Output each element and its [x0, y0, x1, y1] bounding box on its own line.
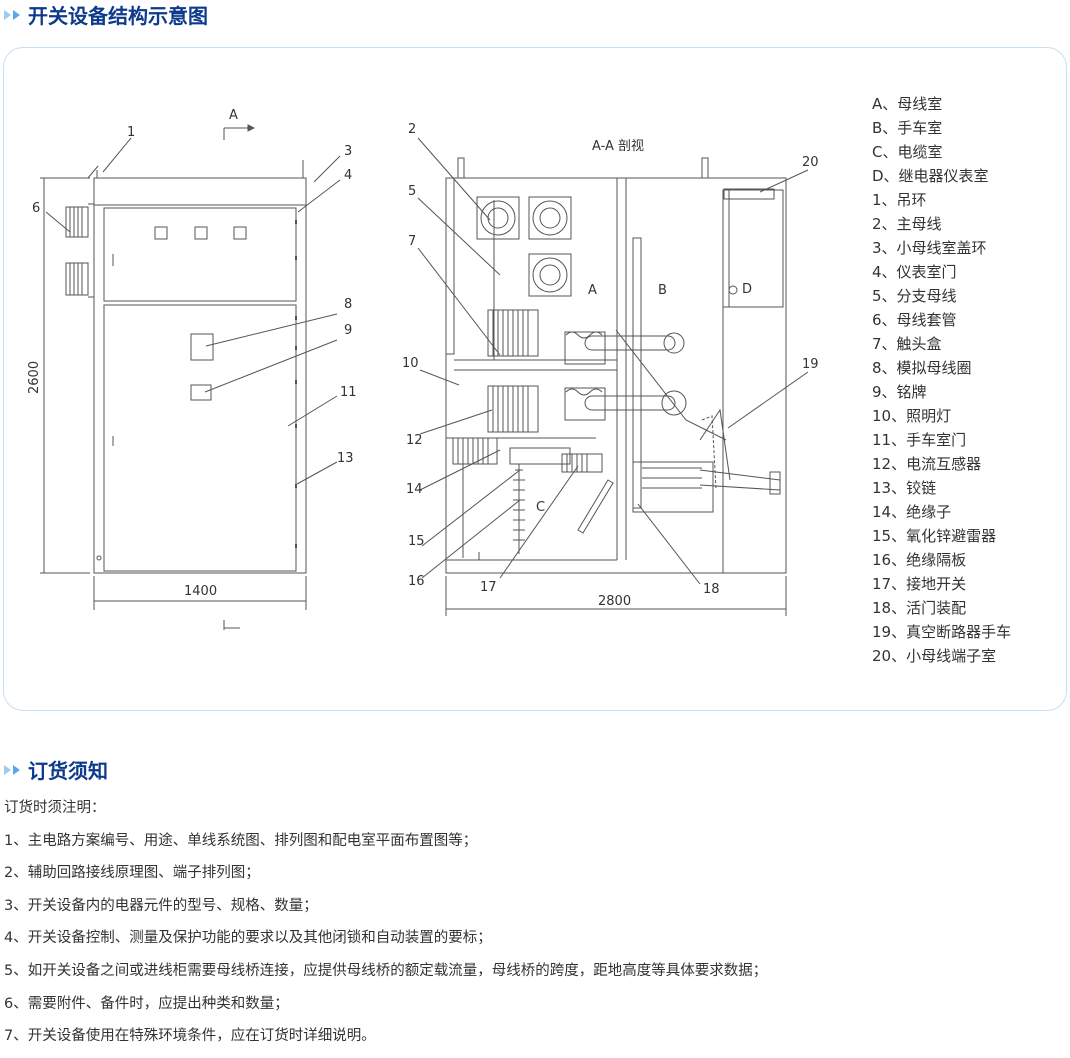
legend-item: 19、真空断路器手车: [872, 623, 1012, 641]
label-17: 17: [480, 580, 497, 595]
label-20: 20: [802, 155, 819, 170]
legend-item: 1、吊环: [872, 191, 927, 209]
section-title-text: 开关设备结构示意图: [28, 4, 208, 28]
legend-item: A、母线室: [872, 95, 943, 113]
legend-item: 13、铰链: [872, 479, 937, 497]
legend-item: B、手车室: [872, 119, 943, 137]
label-5: 5: [408, 184, 416, 199]
note-item: 6、需要附件、备件时，应提出种类和数量；: [4, 995, 289, 1012]
section-caption: A-A 剖视: [592, 139, 644, 154]
note-item: 2、辅助回路接线原理图、端子排列图；: [4, 865, 260, 882]
bushing-icon: [65, 203, 94, 298]
legend-item: 15、氧化锌避雷器: [872, 527, 997, 545]
legend-item: 10、照明灯: [872, 407, 952, 425]
label-18: 18: [703, 582, 720, 597]
note-item: 4、开关设备控制、测量及保护功能的要求以及其他闭锁和自动装置的要标；: [4, 930, 492, 947]
compartment-c: C: [536, 500, 545, 515]
legend-item: 8、模拟母线圈: [872, 359, 972, 377]
label-12: 12: [406, 433, 423, 448]
front-view-cabinet: [40, 124, 341, 630]
legend-item: 17、接地开关: [872, 575, 967, 593]
label-11: 11: [340, 385, 357, 400]
height-dimension: 2600: [27, 361, 42, 394]
label-10: 10: [402, 356, 419, 371]
double-arrow-icon: [4, 764, 22, 775]
label-2: 2: [408, 122, 416, 137]
label-14: 14: [406, 482, 423, 497]
note-item: 1、主电路方案编号、用途、单线系统图、排列图和配电室平面布置图等；: [4, 832, 478, 849]
legend-item: 6、母线套管: [872, 311, 957, 329]
legend-item: 14、绝缘子: [872, 503, 952, 521]
compartment-a: A: [588, 283, 597, 298]
double-arrow-icon: [4, 9, 22, 20]
legend-item: 20、小母线端子室: [872, 647, 997, 665]
compartment-d: D: [742, 282, 752, 297]
legend-item: 4、仪表室门: [872, 263, 957, 281]
label-3: 3: [344, 144, 352, 159]
legend-item: 18、活门装配: [872, 599, 967, 617]
legend-item: 3、小母线室盖环: [872, 239, 987, 257]
legend-item: C、电缆室: [872, 143, 943, 161]
legend-item: 5、分支母线: [872, 287, 957, 305]
label-13: 13: [337, 451, 354, 466]
label-16: 16: [408, 574, 425, 589]
label-9: 9: [344, 323, 352, 338]
legend-item: 2、主母线: [872, 215, 942, 233]
switchgear-diagram: 1 3 4 6 8 9 11 13 A 2600 1400 A-A 剖视 2 5…: [27, 108, 819, 630]
notes-intro: 订货时须注明：: [4, 800, 106, 816]
legend-item: 7、触头盒: [872, 335, 942, 353]
compartment-b: B: [658, 283, 667, 298]
note-item: 7、开关设备使用在特殊环境条件，应在订货时详细说明。: [4, 1028, 376, 1045]
legend-item: 16、绝缘隔板: [872, 551, 967, 569]
ordering-notes: 订货时须注明： 1、主电路方案编号、用途、单线系统图、排列图和配电室平面布置图等…: [4, 797, 1064, 1058]
legend-item: D、继电器仪表室: [872, 167, 989, 185]
legend-item: 11、手车室门: [872, 431, 967, 449]
section-title-text: 订货须知: [28, 759, 108, 783]
legend-item: 9、铭牌: [872, 383, 927, 401]
section-width-dimension: 2800: [598, 594, 631, 609]
label-19: 19: [802, 357, 819, 372]
label-1: 1: [127, 125, 135, 140]
width-dimension: 1400: [184, 584, 217, 599]
note-item: 3、开关设备内的电器元件的型号、规格、数量；: [4, 897, 318, 914]
component-legend: A、母线室 B、手车室 C、电缆室 D、继电器仪表室 1、吊环 2、主母线 3、…: [872, 92, 1011, 668]
section-mark-a: A: [229, 108, 238, 123]
label-8: 8: [344, 297, 352, 312]
section-view-cabinet: [417, 137, 809, 616]
diagram-panel: [3, 47, 1067, 711]
section-title-structure: 开关设备结构示意图: [4, 0, 208, 29]
label-15: 15: [408, 534, 425, 549]
note-item: 5、如开关设备之间或进线柜需要母线桥连接，应提供母线桥的额定载流量，母线桥的跨度…: [4, 962, 768, 979]
legend-item: 12、电流互感器: [872, 455, 982, 473]
label-7: 7: [408, 234, 416, 249]
section-title-ordering: 订货须知: [4, 755, 108, 784]
busbar-insulator-icon: [476, 196, 572, 297]
label-6: 6: [32, 201, 40, 216]
label-4: 4: [344, 168, 352, 183]
